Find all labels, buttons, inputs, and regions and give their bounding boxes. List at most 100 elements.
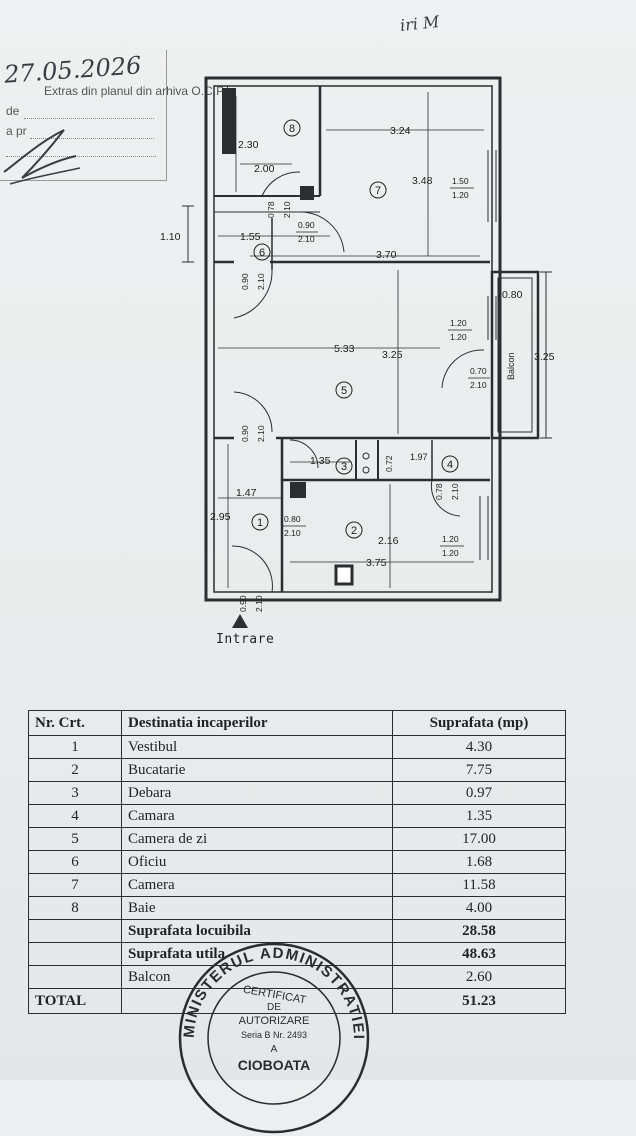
signature-scribble (3, 129, 81, 185)
cell-area: 11.58 (392, 873, 566, 897)
entrance-label: Intrare (216, 632, 275, 647)
cell-name: Baie (121, 896, 393, 920)
cell-nr: 8 (28, 896, 122, 920)
cell-area: 1.68 (392, 850, 566, 874)
cell-nr (28, 919, 122, 943)
room-markers: 8 7 6 5 3 4 1 2 (251, 119, 459, 539)
header-nr: Nr. Crt. (28, 710, 122, 736)
dim-label: 0.78 (266, 201, 276, 218)
cell-area: 17.00 (392, 827, 566, 851)
cell-nr: 4 (28, 804, 122, 828)
cell-nr: 6 (28, 850, 122, 874)
dim-label: 0.90 (298, 220, 315, 230)
dim-label: 2.10 (298, 234, 315, 244)
dim-label: 1.10 (160, 231, 181, 243)
room-label-4: 4 (447, 459, 453, 471)
header-destination: Destinatia incaperilor (121, 710, 393, 736)
floor-plan: 8 7 6 5 3 4 1 2 2.30 2.00 3.24 3.48 1.50… (160, 76, 555, 628)
room-label-1: 1 (257, 517, 263, 529)
dim-label: 0.70 (470, 366, 487, 376)
cell-name: Camera (121, 873, 393, 897)
seal-line-5: A (271, 1044, 278, 1055)
header-area: Suprafata (mp) (392, 710, 566, 736)
dim-label: 1.20 (442, 534, 459, 544)
dim-label: 1.50 (452, 176, 469, 186)
dim-label: 2.95 (210, 511, 231, 523)
seal-line-6: CIOBOATA (238, 1057, 311, 1073)
room-label-3: 3 (341, 461, 347, 473)
archive-stamp: Extras din planul din arhiva O.C.P.I.- d… (0, 50, 237, 182)
cell-name (121, 988, 393, 1014)
total-row: TOTAL 51.23 (28, 988, 566, 1014)
dim-label: 2.10 (256, 273, 266, 290)
dim-label: 1.97 (410, 452, 428, 462)
dim-label: 3.25 (382, 349, 403, 361)
cell-name: Suprafata locuibila (121, 919, 393, 943)
cell-area: 4.00 (392, 896, 566, 920)
room-label-6: 6 (259, 247, 265, 259)
cell-total-label: TOTAL (28, 988, 122, 1014)
seal-line-4: Seria B Nr. 2493 (241, 1030, 307, 1040)
cell-area: 2.60 (392, 965, 566, 989)
dim-label: 1.20 (450, 318, 467, 328)
cell-nr (28, 942, 122, 966)
dim-label: 1.47 (236, 487, 257, 499)
dim-label: 0.72 (384, 455, 394, 472)
dim-label: 2.10 (282, 201, 292, 218)
stamp-line-3: a pr (6, 124, 27, 138)
cell-nr: 2 (28, 758, 122, 782)
room-label-5: 5 (341, 385, 347, 397)
dim-label: 0.90 (240, 425, 250, 442)
cell-name: Bucatarie (121, 758, 393, 782)
cell-name: Suprafata utila (121, 942, 393, 966)
balcony-label: Balcon (506, 352, 516, 380)
cell-area: 48.63 (392, 942, 566, 966)
cell-area: 1.35 (392, 804, 566, 828)
cell-total-area: 51.23 (392, 988, 566, 1014)
dimension-labels: 2.30 2.00 3.24 3.48 1.50 1.20 1.10 1.55 … (160, 125, 555, 612)
dim-label: 2.10 (256, 425, 266, 442)
dim-label: 0.90 (240, 273, 250, 290)
dim-label: 2.10 (254, 595, 264, 612)
dim-label: 1.20 (452, 190, 469, 200)
dim-label: 2.30 (238, 139, 259, 151)
dim-label: 3.75 (366, 557, 387, 569)
dim-label: 3.24 (390, 125, 411, 137)
table-header-row: Nr. Crt. Destinatia incaperilor Suprafat… (28, 710, 566, 736)
dim-label: 1.55 (240, 231, 261, 243)
dim-label: 2.10 (450, 483, 460, 500)
dim-label: 0.78 (434, 483, 444, 500)
dim-label: 0.80 (502, 289, 523, 301)
dim-label: 1.20 (450, 332, 467, 342)
dim-label: 5.33 (334, 343, 355, 355)
cell-name: Camera de zi (121, 827, 393, 851)
cell-name: Balcon (121, 965, 393, 989)
cell-name: Debara (121, 781, 393, 805)
cell-nr: 3 (28, 781, 122, 805)
dim-label: 3.48 (412, 175, 433, 187)
cell-area: 28.58 (392, 919, 566, 943)
dim-label: 0.90 (238, 595, 248, 612)
cell-name: Oficiu (121, 850, 393, 874)
cell-area: 0.97 (392, 781, 566, 805)
rooms-table: Nr. Crt. Destinatia incaperilor Suprafat… (28, 710, 566, 1014)
entrance-arrow-icon (232, 614, 248, 628)
cell-nr: 7 (28, 873, 122, 897)
cell-nr: 5 (28, 827, 122, 851)
room-label-7: 7 (375, 185, 381, 197)
dim-label: 0.80 (284, 514, 301, 524)
room-label-2: 2 (351, 525, 357, 537)
seal-line-3: AUTORIZARE (239, 1015, 310, 1027)
dim-label: 1.35 (310, 455, 331, 467)
cell-nr (28, 965, 122, 989)
